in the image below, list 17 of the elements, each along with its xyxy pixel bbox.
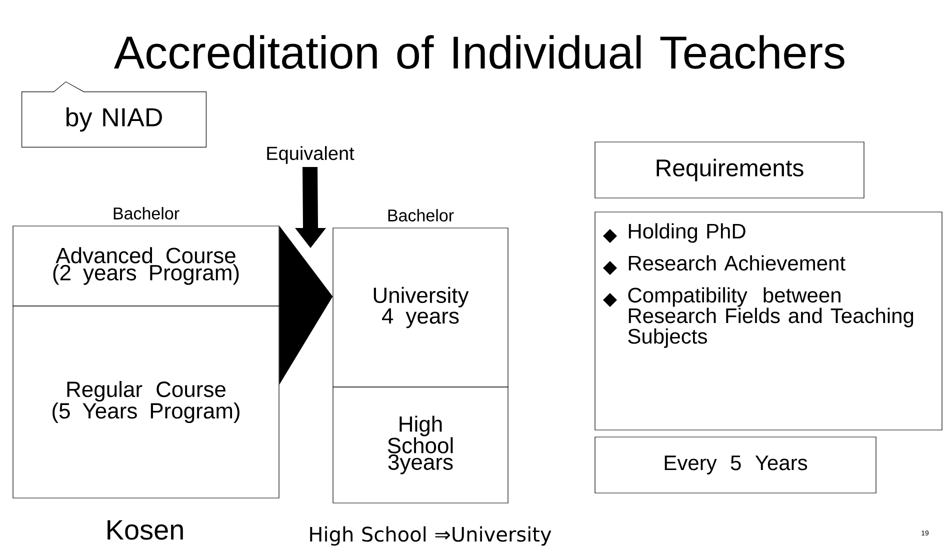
degree-label: Bachelor bbox=[114, 207, 180, 220]
degree-label: Bachelor bbox=[388, 209, 454, 222]
heading-box: Requirements bbox=[594, 142, 864, 198]
school-box: High School 3years bbox=[332, 386, 508, 504]
caption-label: High School ⇒University bbox=[310, 526, 552, 546]
annotation-label: Equivalent bbox=[267, 146, 354, 164]
course-box: Advanced Course (2 years Program) bbox=[12, 226, 280, 306]
callout-box: by NIAD bbox=[22, 81, 207, 148]
block-arrow bbox=[295, 167, 326, 248]
wedge-arrow bbox=[279, 226, 333, 385]
school-box: University 4 years bbox=[332, 228, 508, 388]
list-item: Research Achievement bbox=[603, 255, 846, 275]
period-box: Every 5 Years bbox=[594, 436, 876, 494]
list-item: Holding PhD bbox=[603, 223, 746, 243]
course-box: Regular Course (5 Years Program) bbox=[12, 306, 280, 498]
title: Accreditation of Individual Teachers bbox=[114, 35, 844, 69]
list-item: Compatibility between Research Fields and Teaching Subjects bbox=[603, 287, 914, 348]
